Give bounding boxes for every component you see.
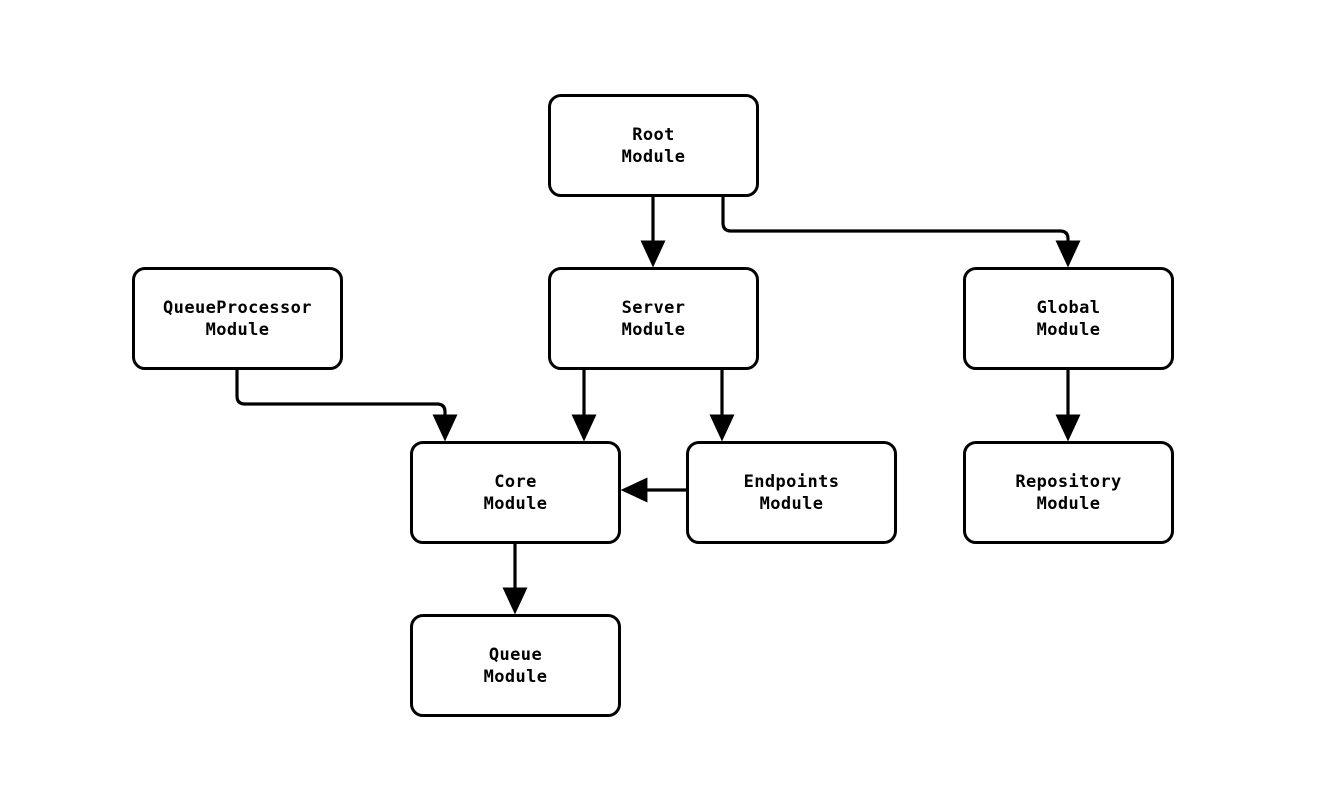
node-queueprocessor-line2: Module xyxy=(205,319,270,340)
node-repository-line2: Module xyxy=(1036,493,1101,514)
node-server-line1: Server xyxy=(621,297,686,318)
node-endpoints-line2: Module xyxy=(759,493,824,514)
node-queue-line2: Module xyxy=(483,666,548,687)
node-core[interactable]: Core Module xyxy=(410,441,621,544)
node-root-line1: Root xyxy=(632,124,675,145)
node-repository-line1: Repository xyxy=(1015,471,1122,492)
node-global-line2: Module xyxy=(1036,319,1101,340)
node-server-line2: Module xyxy=(621,319,686,340)
node-queueprocessor-line1: QueueProcessor xyxy=(163,297,312,318)
node-endpoints[interactable]: Endpoints Module xyxy=(686,441,897,544)
node-core-line1: Core xyxy=(494,471,537,492)
node-queue[interactable]: Queue Module xyxy=(410,614,621,717)
edge-queueprocessor-to-core xyxy=(235,370,458,442)
node-global-line1: Global xyxy=(1036,297,1101,318)
node-core-line2: Module xyxy=(483,493,548,514)
node-queue-line1: Queue xyxy=(488,644,543,665)
node-root[interactable]: Root Module xyxy=(548,94,759,197)
edge-root-to-global xyxy=(721,197,1081,268)
node-root-line2: Module xyxy=(621,146,686,167)
node-endpoints-line1: Endpoints xyxy=(743,471,840,492)
node-server[interactable]: Server Module xyxy=(548,267,759,370)
node-queueprocessor[interactable]: QueueProcessor Module xyxy=(132,267,343,370)
node-repository[interactable]: Repository Module xyxy=(963,441,1174,544)
node-global[interactable]: Global Module xyxy=(963,267,1174,370)
